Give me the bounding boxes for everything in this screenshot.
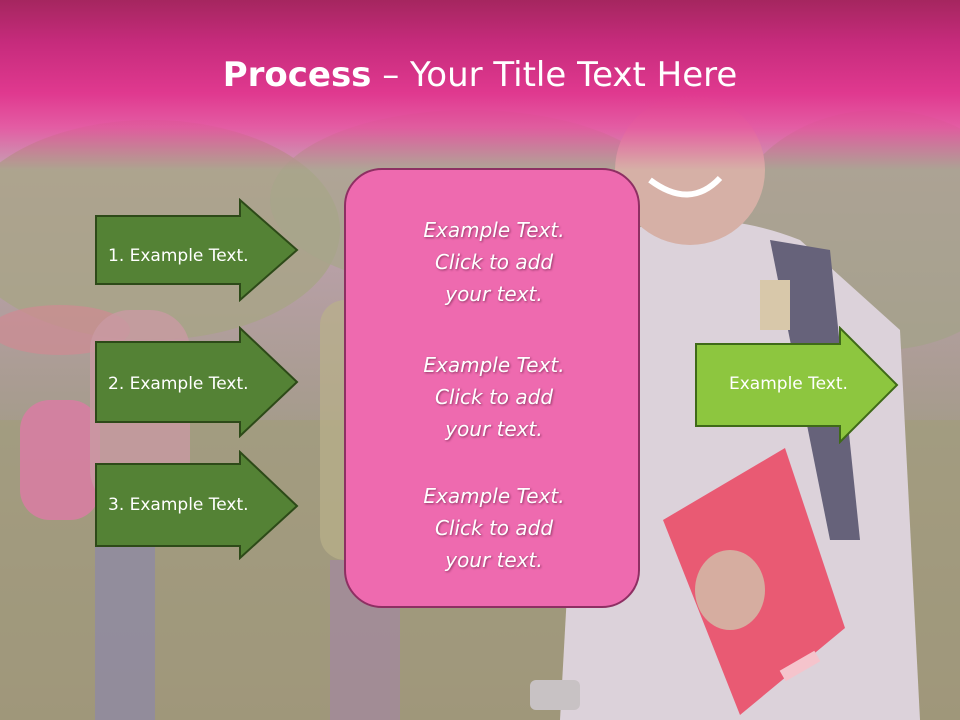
slide-title[interactable]: Process – Your Title Text Here bbox=[0, 52, 960, 98]
center-text-box[interactable]: Example Text. Click to add your text. Ex… bbox=[344, 168, 640, 608]
center-text-2: Example Text. Click to add your text. bbox=[423, 353, 565, 441]
step-label-1: 1. Example Text. bbox=[108, 246, 249, 266]
header-band bbox=[0, 0, 960, 170]
step-arrow-2[interactable] bbox=[94, 326, 300, 438]
title-rest: – Your Title Text Here bbox=[371, 55, 738, 95]
center-text-3: Example Text. Click to add your text. bbox=[423, 484, 565, 572]
result-label: Example Text. bbox=[729, 374, 848, 394]
title-bold: Process bbox=[222, 55, 372, 95]
step-arrow-3[interactable] bbox=[94, 450, 300, 560]
step-label-3: 3. Example Text. bbox=[108, 495, 249, 515]
step-arrow-1[interactable] bbox=[94, 198, 300, 302]
result-arrow[interactable] bbox=[694, 326, 900, 444]
center-text-1: Example Text. Click to add your text. bbox=[423, 218, 565, 306]
step-label-2: 2. Example Text. bbox=[108, 374, 249, 394]
